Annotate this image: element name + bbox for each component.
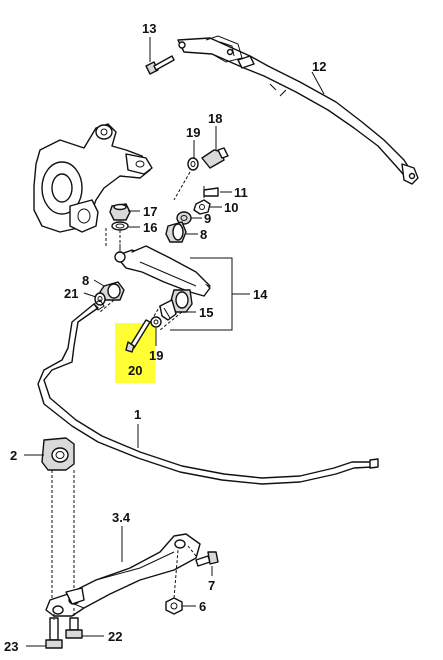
callout-10: 10 xyxy=(224,200,238,215)
callout-8-upper: 8 xyxy=(200,227,207,242)
part-21-washer xyxy=(94,292,106,306)
callout-23: 23 xyxy=(4,639,18,654)
callout-labels: 13 12 19 18 11 10 9 8 17 16 8 21 14 15 1… xyxy=(4,21,326,654)
part-20-bolt xyxy=(125,319,151,353)
callout-11: 11 xyxy=(234,185,248,200)
part-22-bolt xyxy=(65,617,83,639)
part-19-washer-lower xyxy=(150,316,162,328)
callout-19-lower: 19 xyxy=(149,348,163,363)
steering-knuckle xyxy=(33,123,153,233)
part-16-washer xyxy=(111,221,129,231)
callout-14: 14 xyxy=(253,287,268,302)
callout-1: 1 xyxy=(134,407,141,422)
part-12-link-arm xyxy=(177,35,419,185)
part-9-bushing xyxy=(176,211,192,225)
part-14-control-arm xyxy=(114,244,211,313)
part-3-4-bracket xyxy=(45,533,201,617)
callout-16: 16 xyxy=(143,220,157,235)
part-20-highlight xyxy=(115,323,155,383)
part-10-nut xyxy=(193,199,211,215)
part-6-nut xyxy=(165,597,183,615)
assembly-lines xyxy=(99,171,191,331)
bracket-assembly-lines xyxy=(51,470,197,620)
callout-22: 22 xyxy=(108,629,122,644)
callout-18: 18 xyxy=(208,111,222,126)
part-2-bushing xyxy=(41,437,75,471)
callout-9: 9 xyxy=(204,211,211,226)
callout-12: 12 xyxy=(312,59,326,74)
part-18-bolt xyxy=(201,147,229,169)
callout-7: 7 xyxy=(208,578,215,593)
part-19-washer-upper xyxy=(187,157,199,171)
part-8-bushing-upper xyxy=(165,221,187,243)
part-1-stabilizer-bar xyxy=(37,299,379,485)
callout-3-4: 3.4 xyxy=(112,510,131,525)
part-17-bushing xyxy=(109,203,131,221)
callout-15: 15 xyxy=(199,305,213,320)
leader-lines xyxy=(24,71,325,647)
part-8-bushing-lower xyxy=(99,281,125,301)
part-14-bracket xyxy=(170,257,250,331)
part-23-bolt xyxy=(45,617,63,649)
part-7-bolt xyxy=(195,551,219,567)
part-13-bolt xyxy=(145,37,175,75)
callout-13: 13 xyxy=(142,21,156,36)
part-11-pin xyxy=(203,186,219,198)
callout-21: 21 xyxy=(64,286,78,301)
callout-19-upper: 19 xyxy=(186,125,200,140)
callout-6: 6 xyxy=(199,599,206,614)
part-15-clip xyxy=(159,299,177,321)
callout-8-lower: 8 xyxy=(82,273,89,288)
callout-17: 17 xyxy=(143,204,157,219)
callout-20: 20 xyxy=(128,363,142,378)
callout-2: 2 xyxy=(10,448,17,463)
